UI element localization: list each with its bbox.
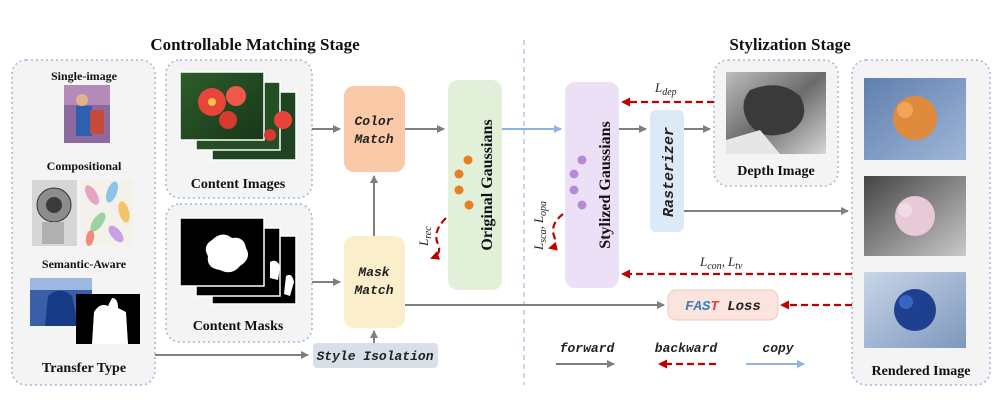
feathers-thumbnail — [81, 180, 133, 246]
content-masks-label: Content Masks — [193, 319, 284, 334]
flower-photo — [179, 71, 297, 161]
loss-con-tv-label: Lcon,Ltv — [699, 254, 743, 272]
transfer-type-title: Transfer Type — [42, 361, 126, 376]
depth-map — [726, 72, 826, 154]
forward-arrows — [155, 125, 849, 359]
color-match-box — [344, 86, 405, 172]
stylized-gaussians-box — [565, 82, 619, 288]
purple-gaussian-dots — [569, 155, 587, 210]
legend-copy-label: copy — [762, 341, 794, 356]
backward-arrows — [430, 97, 852, 310]
color-match-line1: Color — [354, 114, 393, 129]
content-images-label: Content Images — [191, 177, 286, 192]
compositional-label: Compositional — [47, 159, 122, 173]
mask-match-box — [344, 236, 405, 328]
legend-forward-label: forward — [560, 341, 616, 356]
fast-loss-box — [667, 289, 779, 321]
legend-backward-label: backward — [655, 341, 719, 356]
original-gaussians-label: Original Gaussians — [479, 119, 496, 250]
right-stage-title: Stylization Stage — [729, 35, 851, 54]
single-image-label: Single-image — [51, 69, 118, 83]
legend: forward backward copy — [556, 341, 805, 369]
orange-gaussian-dots — [454, 155, 474, 210]
style-isolation-box — [313, 343, 438, 368]
arrow-rec-loss — [430, 217, 447, 260]
style-isolation-label: Style Isolation — [316, 349, 433, 364]
loss-sca-opa-label: Lsca,Lopa — [531, 201, 549, 251]
painting-thumbnail — [64, 85, 110, 143]
color-match-line2: Match — [353, 132, 393, 147]
mask-match-line1: Mask — [357, 265, 389, 280]
stylized-gaussians-label: Stylized Gaussians — [597, 121, 614, 249]
left-stage-title: Controllable Matching Stage — [150, 35, 360, 54]
rendered-render — [864, 78, 966, 348]
original-gaussians-box — [448, 80, 502, 290]
semantic-aware-label: Semantic-Aware — [42, 257, 127, 271]
rendered-image-label: Rendered Image — [872, 364, 971, 379]
loss-dep-label: Ldep — [654, 80, 677, 98]
mask-image — [179, 217, 297, 305]
depth-image-label: Depth Image — [737, 164, 814, 179]
escher-hand-thumbnail — [32, 180, 77, 246]
arrow-sca-opa-loss — [548, 213, 564, 251]
mask-thumbnail — [76, 294, 140, 344]
rasterizer-box — [650, 110, 684, 232]
mask-match-line2: Match — [353, 283, 393, 298]
fast-loss-label: FAST Loss — [685, 299, 761, 315]
loss-rec-label: Lrec — [416, 226, 434, 247]
rasterizer-label: Rasterizer — [661, 127, 678, 217]
